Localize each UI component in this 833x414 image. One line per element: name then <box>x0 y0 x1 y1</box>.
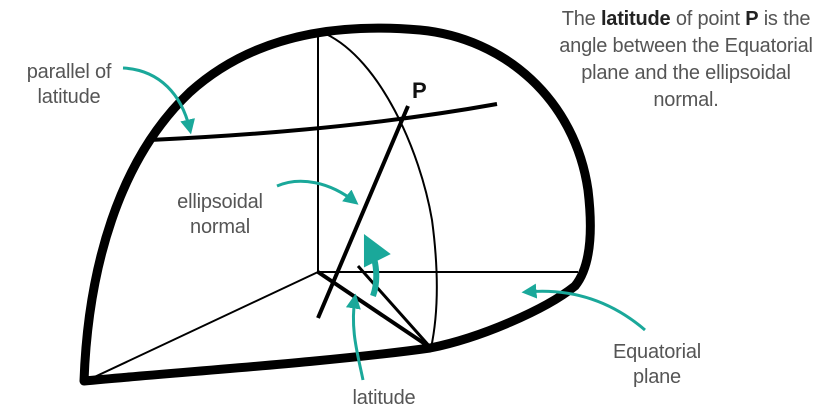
equatorial-label-line1: Equatorial <box>612 341 702 363</box>
equator-line-left <box>87 271 319 381</box>
caption-of-point: of point <box>675 8 740 30</box>
latitude-angle-arc <box>363 233 391 298</box>
point-label: P <box>412 78 427 103</box>
normal-label: ellipsoidal normal <box>160 190 280 240</box>
equatorial-label-line2: plane <box>633 366 681 388</box>
parallel-arrow <box>122 66 195 135</box>
ellipsoid-outline <box>79 23 595 386</box>
caption-point: P <box>745 8 759 30</box>
caption-latitude-word: latitude <box>600 8 671 30</box>
meridian-arc <box>325 33 438 349</box>
latitude-arrow <box>345 293 365 381</box>
latitude-definition-caption: The latitude of point P is the angle bet… <box>551 6 821 114</box>
equator-radius <box>316 270 433 350</box>
parallel-label-line1: parallel of <box>26 61 112 83</box>
caption-the: The <box>561 8 596 30</box>
equatorial-arrow <box>521 283 646 332</box>
normal-arrow <box>276 179 359 205</box>
parallel-label-line2: latitude <box>37 86 101 108</box>
normal-label-line1: ellipsoidal <box>177 191 263 213</box>
caption-rest: is the angle between the Equatorial plan… <box>559 8 813 111</box>
ellipsoidal-normal-line <box>316 105 410 319</box>
parallel-label: parallel of latitude <box>4 60 134 110</box>
normal-projection <box>356 265 433 349</box>
normal-label-line2: normal <box>190 216 250 238</box>
equatorial-label: Equatorial plane <box>597 340 717 390</box>
latitude-label: latitude <box>352 387 416 409</box>
parallel-line <box>149 102 498 142</box>
